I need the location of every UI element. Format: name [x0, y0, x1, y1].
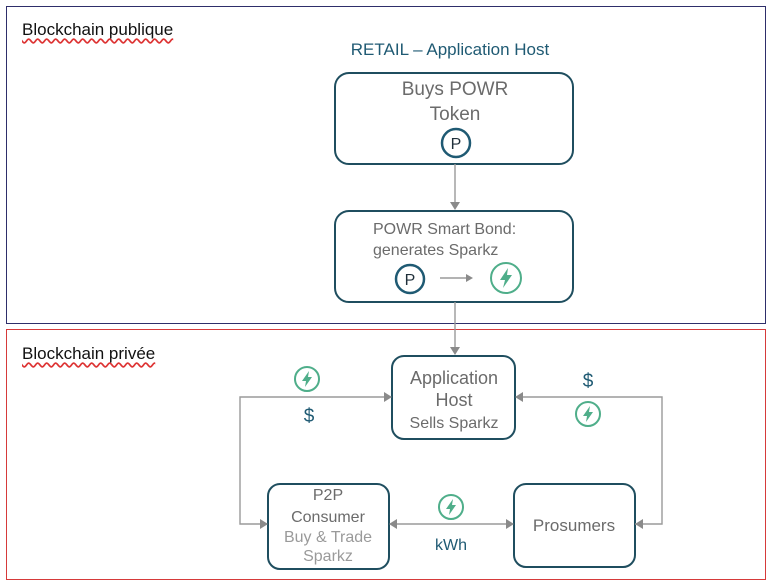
buy-token-line1: Buys POWR: [402, 79, 509, 100]
sparkz-bolt-icon: [294, 366, 320, 392]
smart-bond-line1: POWR Smart Bond:: [373, 221, 516, 238]
public-blockchain-label: Blockchain publique: [22, 20, 174, 39]
prosumers-label: Prosumers: [533, 516, 615, 535]
buy-token-box: [334, 72, 574, 165]
right-dollar-label: $: [583, 371, 594, 392]
consumer-line3: Buy & Trade: [284, 529, 372, 546]
prosumers-box: [513, 483, 636, 568]
consumer-line2: Consumer: [291, 509, 365, 526]
buy-token-line2: Token: [430, 104, 481, 125]
svg-text:P: P: [405, 272, 416, 289]
left-dollar-label: $: [304, 406, 315, 427]
host-line1: Application: [410, 368, 498, 388]
sparkz-bolt-icon: [575, 401, 601, 427]
host-line3: Sells Sparkz: [410, 415, 499, 432]
private-blockchain-panel: [6, 329, 766, 580]
powr-token-icon: P: [394, 263, 426, 295]
kwh-label: kWh: [435, 537, 467, 554]
diagram-header: RETAIL – Application Host: [351, 40, 550, 59]
smart-bond-line2: generates Sparkz: [373, 242, 498, 259]
svg-text:P: P: [451, 136, 462, 153]
sparkz-bolt-icon: [490, 262, 522, 294]
p2p-consumer-box: [267, 483, 390, 570]
private-blockchain-label: Blockchain privée: [22, 344, 156, 363]
application-host-box: [391, 355, 516, 440]
consumer-line1: P2P: [313, 487, 343, 504]
sparkz-bolt-icon: [438, 494, 464, 520]
powr-token-icon: P: [440, 127, 472, 159]
public-blockchain-panel: [6, 6, 766, 324]
host-line2: Host: [435, 390, 472, 410]
consumer-line4: Sparkz: [303, 548, 353, 565]
